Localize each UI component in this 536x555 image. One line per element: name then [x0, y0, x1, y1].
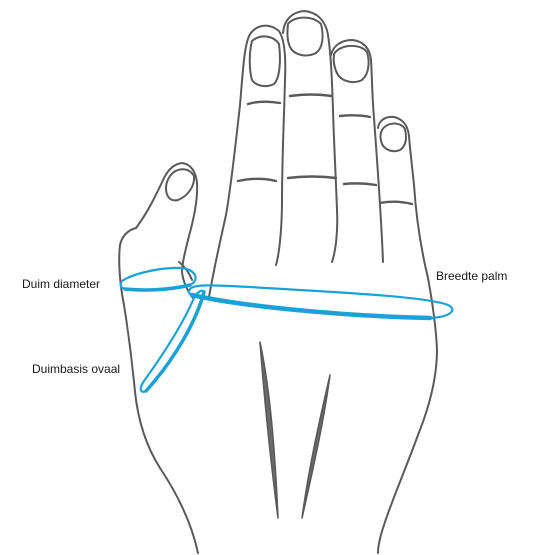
palm-line-left — [260, 342, 278, 518]
index-finger-outline — [209, 26, 285, 297]
index-fingernail — [250, 36, 280, 86]
hand-outline — [119, 11, 437, 553]
index-knuckle-crease-top — [248, 102, 280, 104]
middle-knuckle-crease-top — [290, 95, 332, 97]
palm-line-right — [302, 375, 330, 518]
pinky-knuckle-crease — [380, 202, 412, 204]
thumb-diameter-ring — [125, 285, 190, 290]
middle-knuckle-crease-bottom — [288, 177, 336, 179]
palm-width-ring — [192, 295, 430, 318]
thumb-base-oval-back — [141, 291, 204, 392]
pinky-fingernail — [381, 123, 406, 151]
thumb-diameter-label: Duim diameter — [22, 277, 100, 291]
ring-finger-outline — [331, 40, 383, 262]
thumbnail — [166, 169, 194, 200]
measurement-lines — [121, 268, 453, 392]
ring-knuckle-crease-top — [340, 115, 370, 117]
palm-width-label: Breedte palm — [436, 269, 507, 283]
ring-knuckle-crease-bottom — [344, 183, 376, 185]
index-knuckle-crease-bottom — [238, 179, 276, 181]
middle-fingernail — [287, 18, 322, 56]
thumb-base-oval-label: Duimbasis ovaal — [32, 362, 120, 376]
thumb-base-oval-front — [146, 292, 204, 391]
pinky-finger-outline — [378, 117, 428, 278]
ring-fingernail — [334, 46, 369, 82]
